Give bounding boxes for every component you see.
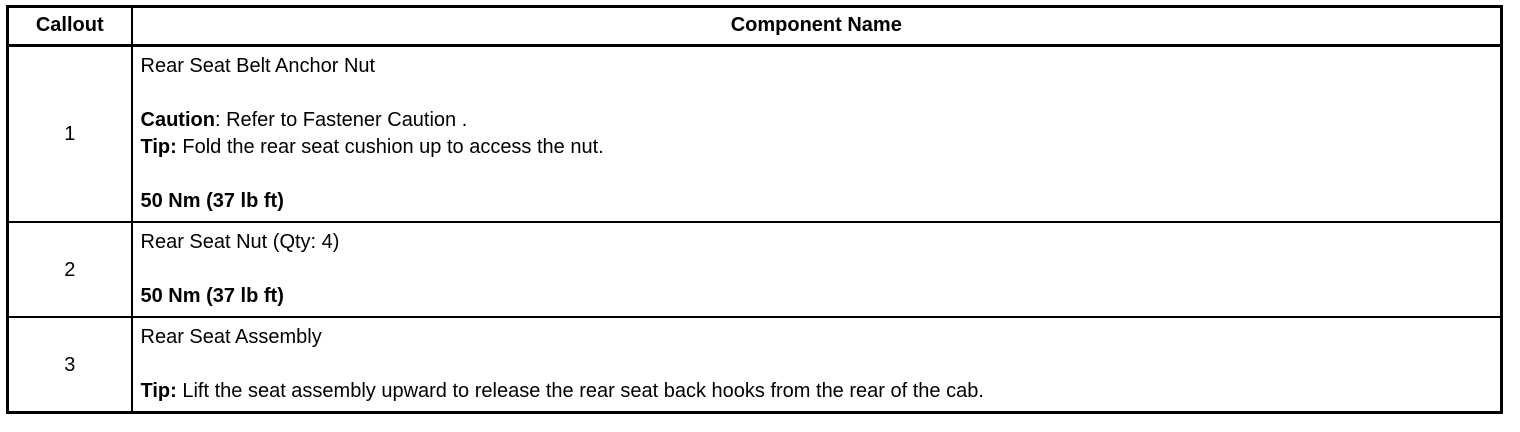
- torque-spec-1: 50 Nm (37 lb ft): [140, 190, 284, 212]
- caution-separator-1: :: [214, 109, 227, 131]
- callout-number-3: 3: [7, 316, 133, 413]
- tip-text-3: Lift the seat assembly upward to release…: [176, 380, 984, 402]
- caution-line-1: Caution: Refer to Fastener Caution .: [141, 107, 1493, 134]
- tip-text-1: Fold the rear seat cushion up to access …: [176, 136, 604, 158]
- table-row: 2 Rear Seat Nut (Qty: 4) 50 Nm (37 lb ft…: [7, 221, 1502, 317]
- callout-component-table: Callout Component Name 1 Rear Seat Belt …: [6, 5, 1503, 414]
- tip-label-3: Tip:: [140, 380, 177, 402]
- table-row: 3 Rear Seat Assembly Tip: Lift the seat …: [7, 316, 1502, 413]
- callout-table-container: Callout Component Name 1 Rear Seat Belt …: [6, 5, 1503, 414]
- component-title-2: Rear Seat Nut (Qty: 4): [140, 231, 340, 253]
- callout-number-2: 2: [7, 221, 133, 317]
- table-header: Callout Component Name: [7, 6, 1502, 47]
- callout-number-1: 1: [7, 45, 133, 222]
- component-title-3: Rear Seat Assembly: [140, 326, 322, 348]
- tip-line-1: Tip: Fold the rear seat cushion up to ac…: [141, 134, 1493, 161]
- table-body: 1 Rear Seat Belt Anchor Nut Caution: Ref…: [7, 45, 1502, 413]
- tip-label-1: Tip:: [140, 136, 177, 158]
- component-cell-1: Rear Seat Belt Anchor Nut Caution: Refer…: [132, 46, 1502, 223]
- column-header-component-name: Component Name: [131, 6, 1502, 47]
- caution-text-1: Refer to Fastener Caution .: [226, 109, 468, 131]
- component-title-1: Rear Seat Belt Anchor Nut: [140, 55, 376, 77]
- tip-line-3: Tip: Lift the seat assembly upward to re…: [141, 378, 1493, 405]
- column-header-callout: Callout: [7, 6, 133, 47]
- caution-label-1: Caution: [140, 109, 215, 131]
- torque-spec-2: 50 Nm (37 lb ft): [140, 285, 284, 307]
- header-row: Callout Component Name: [7, 6, 1502, 47]
- component-cell-2: Rear Seat Nut (Qty: 4) 50 Nm (37 lb ft): [131, 221, 1502, 317]
- component-cell-3: Rear Seat Assembly Tip: Lift the seat as…: [131, 316, 1502, 413]
- table-row: 1 Rear Seat Belt Anchor Nut Caution: Ref…: [7, 45, 1502, 223]
